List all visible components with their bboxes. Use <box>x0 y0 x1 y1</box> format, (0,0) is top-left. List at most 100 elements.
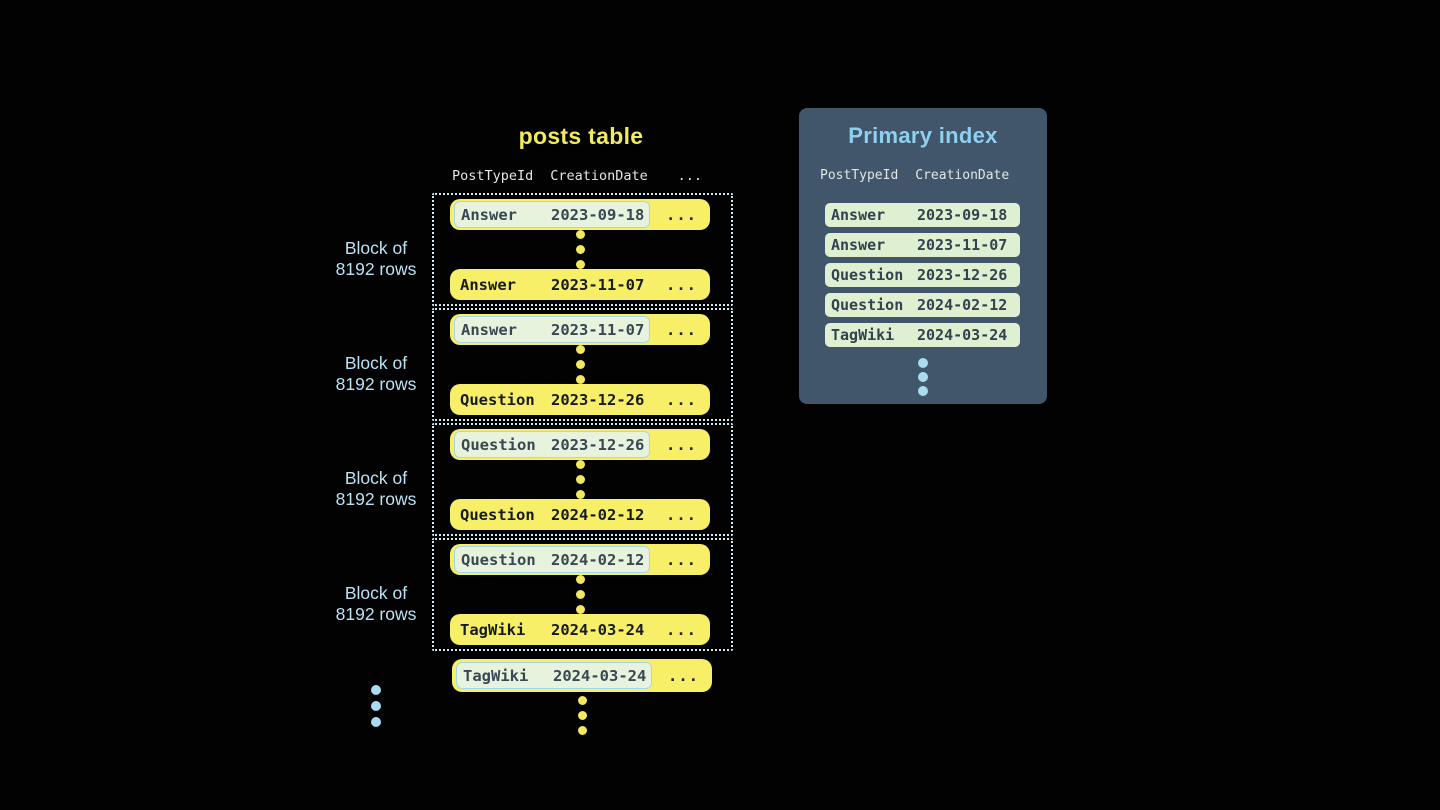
cell-creationdate: 2024-02-12 <box>917 296 1008 314</box>
table-row: Question 2023-12-26 ... <box>450 429 710 460</box>
ellipsis-dot-icon <box>575 375 585 384</box>
ellipsis-dot-icon <box>575 575 585 584</box>
indexed-value-highlight: Question 2024-02-12 <box>454 546 651 573</box>
primary-index-title: Primary index <box>848 123 998 148</box>
block-label-line1: Block of <box>344 353 408 373</box>
cell-creationdate: 2023-09-18 <box>917 206 1008 224</box>
cell-creationdate: 2024-03-24 <box>917 326 1008 344</box>
cell-creationdate: 2023-11-07 <box>551 275 645 294</box>
table-row: TagWiki 2024-03-24 ... <box>450 614 710 645</box>
block-3: Question 2023-12-26 ... Question 2024-02… <box>432 423 733 536</box>
block-label-line1: Block of <box>344 468 408 488</box>
table-row: Answer 2023-11-07 ... <box>450 314 710 345</box>
cell-posttypeid: TagWiki <box>463 666 529 685</box>
cell-posttypeid: Answer <box>461 320 517 339</box>
index-continues-ellipsis <box>825 358 1020 396</box>
cell-posttypeid: Question <box>460 390 535 409</box>
cell-posttypeid: Answer <box>831 206 886 224</box>
row-ellipsis: ... <box>666 550 697 569</box>
cell-creationdate: 2023-12-26 <box>551 390 645 409</box>
table-row-next-block: TagWiki 2024-03-24 ... <box>452 659 712 692</box>
index-entry: Answer 2023-11-07 <box>825 233 1020 257</box>
row-ellipsis: ... <box>666 320 697 339</box>
ellipsis-dot-icon <box>577 726 587 735</box>
vertical-ellipsis <box>450 345 710 384</box>
row-ellipsis: ... <box>668 666 699 685</box>
ellipsis-dot-icon <box>575 345 585 354</box>
block-label-2: Block of 8192 rows <box>296 353 456 395</box>
cell-creationdate: 2024-03-24 <box>551 620 645 639</box>
ellipsis-dot-icon <box>577 696 587 705</box>
vertical-ellipsis <box>450 460 710 499</box>
ellipsis-dot-icon <box>575 590 585 599</box>
posts-table-title: posts table <box>518 123 644 149</box>
indexed-value-highlight: TagWiki 2024-03-24 <box>456 662 653 689</box>
ellipsis-dot-icon <box>371 685 381 695</box>
ellipsis-dot-icon <box>371 717 381 727</box>
block-label-3: Block of 8192 rows <box>296 468 456 510</box>
index-entry: Question 2024-02-12 <box>825 293 1020 317</box>
ellipsis-dot-icon <box>917 358 928 368</box>
posts-table-blocks: Answer 2023-09-18 ... Answer 2023-11-07 … <box>432 193 733 653</box>
vertical-ellipsis <box>450 575 710 614</box>
primary-index-panel: Primary index PostTypeId CreationDate An… <box>799 108 1047 404</box>
cell-creationdate: 2023-12-26 <box>917 266 1008 284</box>
blocks-continue-ellipsis <box>296 685 456 727</box>
column-header-posttypeid: PostTypeId <box>452 168 534 184</box>
block-label-line2: 8192 rows <box>335 604 417 624</box>
table-row: Question 2024-02-12 ... <box>450 499 710 530</box>
row-ellipsis: ... <box>666 205 697 224</box>
block-1: Answer 2023-09-18 ... Answer 2023-11-07 … <box>432 193 733 306</box>
index-entry: TagWiki 2024-03-24 <box>825 323 1020 347</box>
table-row: Question 2024-02-12 ... <box>450 544 710 575</box>
block-label-line2: 8192 rows <box>335 259 417 279</box>
cell-creationdate: 2024-03-24 <box>553 666 647 685</box>
ellipsis-dot-icon <box>575 490 585 499</box>
cell-creationdate: 2023-11-07 <box>551 320 645 339</box>
cell-posttypeid: Question <box>461 550 536 569</box>
row-ellipsis: ... <box>666 275 697 294</box>
indexed-value-highlight: Answer 2023-11-07 <box>454 316 651 343</box>
block-4: Question 2024-02-12 ... TagWiki 2024-03-… <box>432 538 733 651</box>
indexed-value-highlight: Question 2023-12-26 <box>454 431 651 458</box>
row-ellipsis: ... <box>666 620 697 639</box>
ellipsis-dot-icon <box>575 260 585 269</box>
cell-posttypeid: Answer <box>460 275 516 294</box>
cell-posttypeid: Answer <box>461 205 517 224</box>
block-label-line2: 8192 rows <box>335 374 417 394</box>
ellipsis-dot-icon <box>575 605 585 614</box>
block-label-line1: Block of <box>344 238 408 258</box>
column-header-creationdate: CreationDate <box>915 168 1010 183</box>
cell-posttypeid: Question <box>461 435 536 454</box>
cell-creationdate: 2023-12-26 <box>551 435 645 454</box>
vertical-ellipsis <box>450 230 710 269</box>
cell-creationdate: 2024-02-12 <box>551 550 645 569</box>
ellipsis-dot-icon <box>371 701 381 711</box>
ellipsis-dot-icon <box>575 360 585 369</box>
cell-creationdate: 2024-02-12 <box>551 505 645 524</box>
cell-posttypeid: TagWiki <box>831 326 895 344</box>
block-label-4: Block of 8192 rows <box>296 583 456 625</box>
posts-table-column-headers: PostTypeId CreationDate ... <box>452 168 712 184</box>
cell-posttypeid: Answer <box>831 236 886 254</box>
cell-creationdate: 2023-09-18 <box>551 205 645 224</box>
cell-posttypeid: Question <box>460 505 535 524</box>
ellipsis-dot-icon <box>575 475 585 484</box>
column-header-more: ... <box>677 168 702 184</box>
ellipsis-dot-icon <box>577 711 587 720</box>
ellipsis-dot-icon <box>575 460 585 469</box>
row-ellipsis: ... <box>666 390 697 409</box>
block-label-line1: Block of <box>344 583 408 603</box>
indexed-value-highlight: Answer 2023-09-18 <box>454 201 651 228</box>
cell-posttypeid: Question <box>831 296 904 314</box>
row-ellipsis: ... <box>666 435 697 454</box>
primary-index-column-headers: PostTypeId CreationDate <box>820 168 1009 183</box>
row-ellipsis: ... <box>666 505 697 524</box>
table-row: Question 2023-12-26 ... <box>450 384 710 415</box>
ellipsis-dot-icon <box>575 245 585 254</box>
ellipsis-dot-icon <box>917 386 928 396</box>
index-entry: Question 2023-12-26 <box>825 263 1020 287</box>
block-label-line2: 8192 rows <box>335 489 417 509</box>
column-header-creationdate: CreationDate <box>550 168 648 184</box>
